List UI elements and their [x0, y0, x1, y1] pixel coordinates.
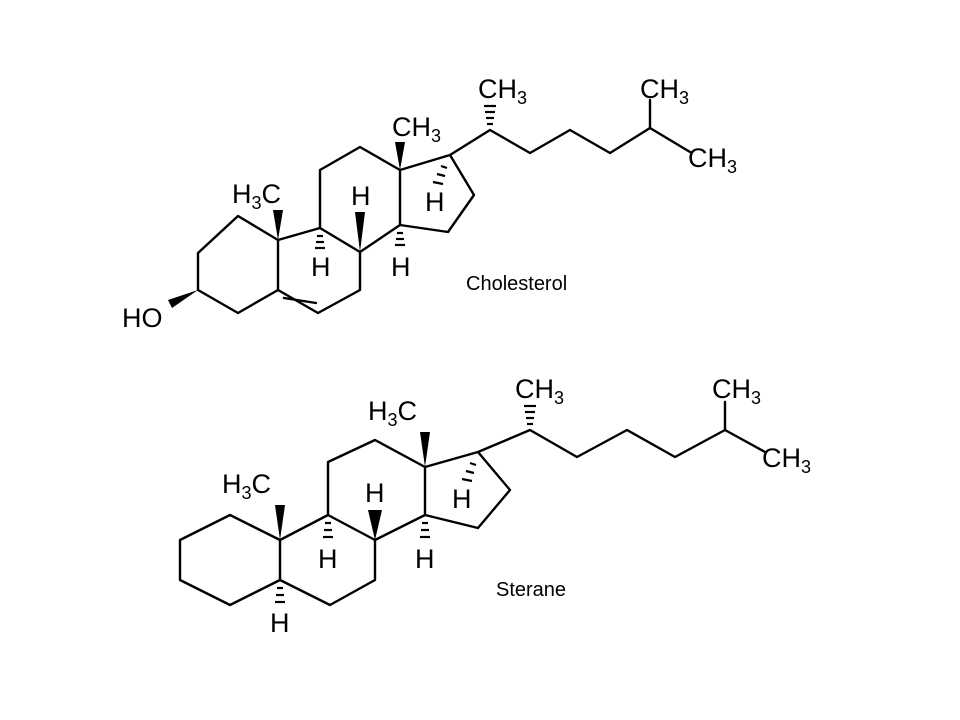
c18-methyl-label-sterane: H3C — [368, 396, 417, 430]
c14-hydrogen-label: H — [391, 252, 411, 282]
hash-bond-c5 — [275, 586, 285, 604]
hash-bond-c14 — [395, 231, 405, 247]
sterane-structure: H3C H3C CH3 CH3 CH3 H H H H H Sterane — [178, 374, 811, 638]
c27-methyl-label-sterane: CH3 — [762, 443, 811, 477]
c26-methyl-label-sterane: CH3 — [712, 374, 761, 408]
c17-hydrogen-label-sterane: H — [452, 484, 472, 514]
hash-bond-c9-sterane — [323, 521, 333, 539]
hash-bond-c17 — [432, 164, 448, 186]
c5-hydrogen-label: H — [270, 608, 290, 638]
sterane-caption: Sterane — [496, 579, 566, 601]
c8-hydrogen-label: H — [351, 181, 371, 211]
cholesterol-caption: Cholesterol — [466, 273, 567, 295]
hash-bond-c17-sterane — [461, 461, 477, 483]
hash-bond-c20-sterane — [524, 404, 536, 426]
cholesterol-atom-labels: HO H3C CH3 CH3 CH3 CH3 H H H H — [122, 74, 737, 333]
sterane-bonds — [178, 400, 767, 607]
c27-methyl-label: CH3 — [688, 143, 737, 177]
hash-bond-c14-sterane — [420, 521, 430, 539]
c21-methyl-label-sterane: CH3 — [515, 374, 564, 408]
hash-bond-c9 — [315, 234, 325, 250]
c9-hydrogen-label: H — [311, 252, 331, 282]
c19-methyl-label: H3C — [232, 179, 281, 213]
c8-hydrogen-label-sterane: H — [365, 478, 385, 508]
c21-methyl-label: CH3 — [478, 74, 527, 108]
c9-hydrogen-label-sterane: H — [318, 544, 338, 574]
sterane-stereo-bonds — [275, 404, 536, 604]
c18-methyl-label: CH3 — [392, 112, 441, 146]
hash-bond-c20 — [484, 104, 496, 126]
c14-hydrogen-label-sterane: H — [415, 544, 435, 574]
sterane-atom-labels: H3C H3C CH3 CH3 CH3 H H H H H — [222, 374, 811, 638]
c17-hydrogen-label: H — [425, 187, 445, 217]
cholesterol-bonds — [196, 98, 692, 315]
c19-methyl-label-sterane: H3C — [222, 469, 271, 503]
c26-methyl-label: CH3 — [640, 74, 689, 108]
hydroxyl-label: HO — [122, 303, 163, 333]
cholesterol-structure: HO H3C CH3 CH3 CH3 CH3 H H H H Cholester… — [122, 74, 737, 333]
cholesterol-stereo-bonds — [168, 104, 496, 308]
